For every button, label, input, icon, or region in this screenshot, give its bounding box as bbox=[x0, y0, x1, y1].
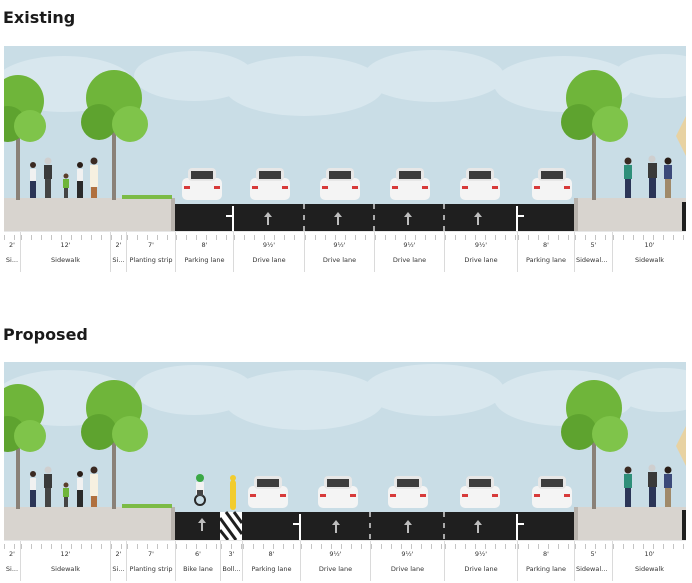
planting-strip-grass bbox=[122, 504, 172, 508]
segment: 7'Planting strip bbox=[126, 541, 175, 581]
segment: 9½'Drive lane bbox=[304, 232, 374, 272]
tree-right bbox=[561, 70, 628, 200]
segment: 7'Planting strip bbox=[126, 232, 175, 272]
right-edge-road bbox=[682, 202, 686, 232]
existing-heading: Existing bbox=[3, 8, 76, 27]
segment: 12'Sidewalk bbox=[20, 232, 110, 272]
segment: 9½'Drive lane bbox=[370, 541, 444, 581]
lane-arrow-icons bbox=[198, 518, 482, 533]
segment: 2'Si... bbox=[4, 232, 20, 272]
segment: 2'Si... bbox=[110, 541, 126, 581]
pedestrians-left bbox=[30, 466, 98, 507]
segment: 6'Bike lane bbox=[175, 541, 220, 581]
sidewalk-left bbox=[4, 198, 175, 232]
segment: 9½'Drive lane bbox=[444, 541, 517, 581]
segment: 2'Si... bbox=[4, 541, 20, 581]
pedestrians-right bbox=[624, 464, 672, 507]
existing-segment-labels: 2'Si... 12'Sidewalk 2'Si... 7'Planting s… bbox=[4, 231, 686, 272]
parking-lane-markings bbox=[226, 206, 524, 232]
bollard-buffer bbox=[218, 511, 244, 540]
segment: 10'Sidewalk bbox=[612, 232, 686, 272]
proposed-segment-labels: 2'Si... 12'Sidewalk 2'Si... 7'Planting s… bbox=[4, 540, 686, 581]
pedestrians-right bbox=[624, 155, 672, 198]
proposed-heading: Proposed bbox=[3, 325, 88, 344]
existing-street-scene bbox=[4, 46, 686, 232]
tree-right bbox=[561, 380, 628, 509]
lane-dividers bbox=[369, 512, 445, 540]
right-edge-road bbox=[682, 510, 686, 540]
segment: 9½'Drive lane bbox=[300, 541, 370, 581]
awning-shape bbox=[676, 116, 686, 156]
sidewalk-right bbox=[574, 198, 686, 232]
curb-left bbox=[171, 198, 175, 232]
segment: 8'Parking lane bbox=[242, 541, 300, 581]
tree-left-1 bbox=[4, 384, 46, 509]
planting-strip-grass bbox=[122, 195, 172, 199]
cyclist-icon bbox=[194, 474, 206, 506]
segment: 8'Parking lane bbox=[175, 232, 233, 272]
car-icons bbox=[248, 476, 572, 508]
sidewalk-right bbox=[574, 507, 686, 540]
awning-shape bbox=[676, 426, 686, 466]
curb-left bbox=[171, 507, 175, 540]
segment: 9½'Drive lane bbox=[444, 232, 517, 272]
segment: 8'Parking lane bbox=[517, 541, 574, 581]
car-icons bbox=[182, 168, 572, 200]
segment: 12'Sidewalk bbox=[20, 541, 110, 581]
segment: 2'Si... bbox=[110, 232, 126, 272]
segment: 5'Sidewalk... bbox=[574, 541, 612, 581]
segment: 10'Sidewalk bbox=[612, 541, 686, 581]
pedestrians-left bbox=[30, 157, 98, 198]
segment: 5'Sidewalk... bbox=[574, 232, 612, 272]
segment: 9½'Drive lane bbox=[233, 232, 304, 272]
parking-lane-markings bbox=[293, 514, 524, 540]
tree-left-2 bbox=[81, 380, 148, 509]
bollard-icon bbox=[230, 475, 236, 510]
segment: 3'Boll... bbox=[220, 541, 242, 581]
segment: 8'Parking lane bbox=[517, 232, 574, 272]
curb-right bbox=[574, 198, 578, 232]
tree-left-2 bbox=[81, 70, 148, 200]
tree-left-1 bbox=[4, 75, 46, 200]
proposed-street-scene bbox=[4, 362, 686, 540]
clouds bbox=[4, 364, 686, 430]
lane-dividers bbox=[303, 204, 445, 232]
segment: 9½'Drive lane bbox=[374, 232, 444, 272]
lane-arrow-icons bbox=[264, 212, 482, 225]
sidewalk-left bbox=[4, 507, 175, 540]
curb-right bbox=[574, 507, 578, 540]
